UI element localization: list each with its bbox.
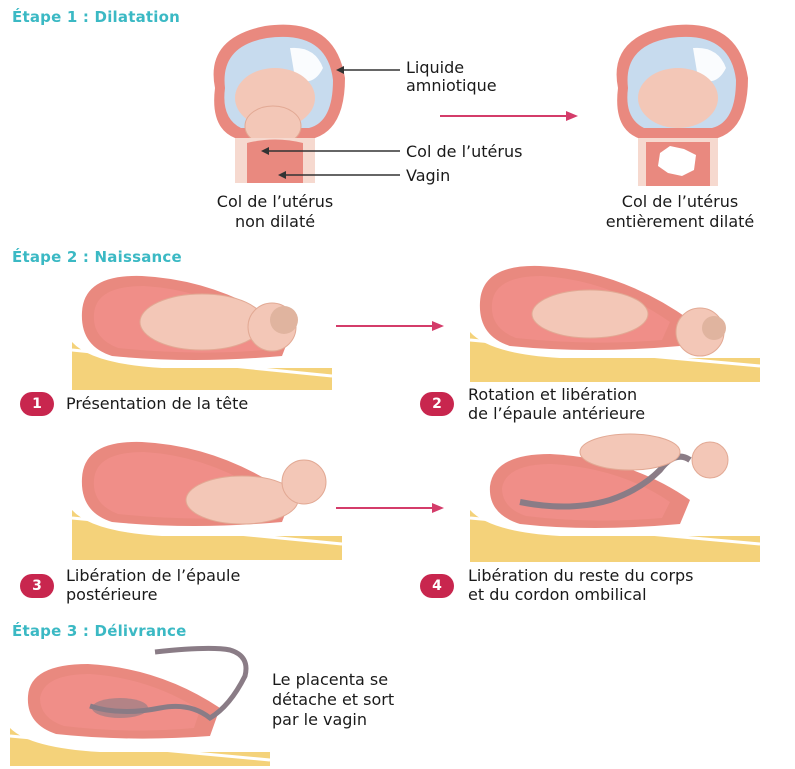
stage3-text-2: détache et sort <box>272 690 394 710</box>
arrow-stage1 <box>440 108 580 124</box>
step2-text-1: Rotation et libération <box>468 385 637 405</box>
step-badge-1: 1 <box>20 392 54 416</box>
label-col-uterus: Col de l’utérus <box>406 142 522 162</box>
step1-text: Présentation de la tête <box>66 394 248 414</box>
arrow-step3-to-step4 <box>336 500 446 516</box>
caption-non-dilated-2: non dilaté <box>165 212 385 232</box>
caption-non-dilated-1: Col de l’utérus <box>165 192 385 212</box>
birth-step3-illustration <box>72 438 342 560</box>
caption-fully-dilated-2: entièrement dilaté <box>570 212 790 232</box>
step3-text-1: Libération de l’épaule <box>66 566 240 586</box>
step-badge-2: 2 <box>420 392 454 416</box>
arrow-step1-to-step2 <box>336 318 446 334</box>
step-badge-3: 3 <box>20 574 54 598</box>
stage3-text-3: par le vagin <box>272 710 367 730</box>
stage2-title: Étape 2 : Naissance <box>12 248 182 266</box>
step-badge-4: 4 <box>420 574 454 598</box>
label-liquide-amniotique-2: amniotique <box>406 76 497 96</box>
step2-text-2: de l’épaule antérieure <box>468 404 645 424</box>
step3-text-2: postérieure <box>66 585 157 605</box>
stage3-title: Étape 3 : Délivrance <box>12 622 187 640</box>
label-liquide-amniotique-1: Liquide <box>406 58 464 78</box>
step4-text-2: et du cordon ombilical <box>468 585 647 605</box>
caption-fully-dilated-1: Col de l’utérus <box>570 192 790 212</box>
uterus-fully-dilated-illustration <box>598 18 758 188</box>
birth-step4-illustration <box>470 430 760 562</box>
birth-step1-illustration <box>72 272 332 390</box>
label-vagin: Vagin <box>406 166 450 186</box>
stage3-text-1: Le placenta se <box>272 670 388 690</box>
step4-text-1: Libération du reste du corps <box>468 566 694 586</box>
birth-step2-illustration <box>470 262 760 382</box>
delivery-placenta-illustration <box>10 646 270 766</box>
